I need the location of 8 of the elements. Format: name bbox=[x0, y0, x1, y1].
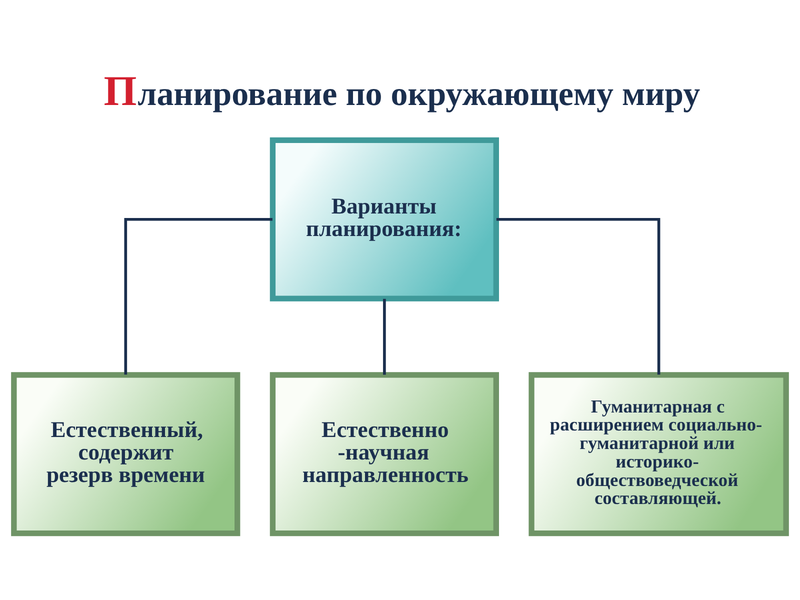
connector bbox=[496, 218, 660, 375]
connector bbox=[383, 298, 386, 375]
diagram-title: Планирование по окружающему миру bbox=[104, 68, 700, 115]
node-box: Варианты планирования: bbox=[270, 137, 499, 302]
node-box: Естественный, содержит резерв времени bbox=[11, 372, 240, 536]
connector bbox=[124, 218, 272, 375]
node-box: Естественно -научная направленность bbox=[270, 372, 499, 536]
node-box: Гуманитарная с расширением социально-гуманитарной или историко- обществоведческой составляющей. bbox=[528, 372, 789, 536]
